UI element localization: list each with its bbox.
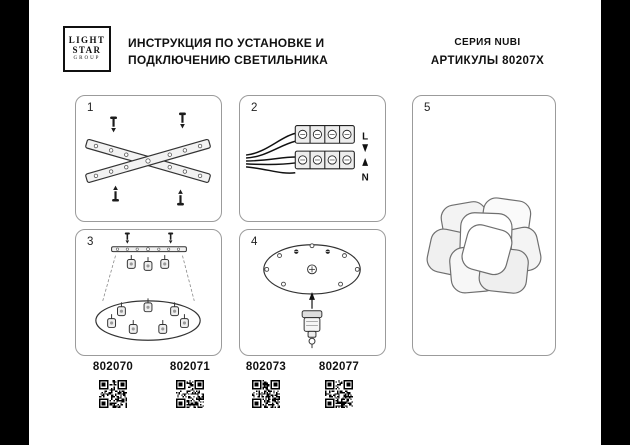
article-column-3: 802073 <box>230 361 302 408</box>
ceiling-rail <box>111 246 187 253</box>
neutral-label: N <box>362 173 369 184</box>
lamp-socket <box>301 310 323 349</box>
center-hole <box>307 264 317 275</box>
logo-line-2: STAR <box>72 45 102 55</box>
step-2-panel: 2 <box>239 95 386 222</box>
article-code: 802070 <box>92 361 134 373</box>
article-code: 802073 <box>245 361 287 373</box>
step-1-number: 1 <box>87 102 94 114</box>
plate-holes <box>264 243 360 287</box>
canopy-socket-diagram <box>263 243 361 349</box>
title-line-1: ИНСТРУКЦИЯ ПО УСТАНОВКЕ И <box>128 36 325 50</box>
article-column-4: 802077 <box>303 361 375 408</box>
letterbox-left <box>0 0 29 445</box>
qr-code <box>99 380 127 408</box>
arrow-up-icon <box>362 158 369 166</box>
screw-icon <box>124 232 174 244</box>
step-3-number: 3 <box>87 236 94 248</box>
article-column-1: 802070 <box>77 361 149 408</box>
wiring-diagram: L N <box>245 124 369 184</box>
live-label: L <box>362 131 368 142</box>
article-code: 802077 <box>318 361 360 373</box>
mounting-rail-b <box>85 138 211 183</box>
series-block: СЕРИЯ NUBI АРТИКУЛЫ 80207X <box>415 37 560 67</box>
logo-line-1: LIGHT <box>68 34 106 45</box>
hanging-sockets <box>126 254 170 271</box>
qr-code <box>176 380 204 408</box>
qr-code <box>252 380 280 408</box>
logo-line-3: GROUP <box>73 56 101 62</box>
lightstar-logo: LIGHT STAR GROUP <box>63 26 111 72</box>
assembled-chandelier-diagram <box>426 197 542 294</box>
chandelier-cloud <box>426 197 542 294</box>
terminal-strip-bottom <box>294 150 355 170</box>
series-name: СЕРИЯ NUBI <box>454 37 521 48</box>
cross-bracket-diagram <box>85 112 211 206</box>
arrow-down-icon <box>362 144 369 153</box>
canopy-mounting-diagram <box>95 232 201 341</box>
step-4-number: 4 <box>251 236 258 248</box>
title-line-2: ПОДКЛЮЧЕНИЮ СВЕТИЛЬНИКА <box>128 53 328 68</box>
article-code: 802071 <box>169 361 211 373</box>
step-4-panel: 4 <box>239 229 386 356</box>
step-5-panel: 5 <box>412 95 556 356</box>
arrow-up-icon <box>309 292 315 309</box>
terminal-strip-top <box>294 124 355 144</box>
plate-screws <box>294 249 330 254</box>
step-5-number: 5 <box>424 102 431 114</box>
supply-wires <box>245 132 296 174</box>
step-1-panel: 1 <box>75 95 222 222</box>
qr-code <box>325 380 353 408</box>
article-column-2: 802071 <box>154 361 226 408</box>
letterbox-right <box>601 0 630 445</box>
articles-label: АРТИКУЛЫ 80207X <box>430 55 545 67</box>
step-2-number: 2 <box>251 102 258 114</box>
page-title: ИНСТРУКЦИЯ ПО УСТАНОВКЕ И ПОДКЛЮЧЕНИЮ СВ… <box>128 35 328 70</box>
alignment-guides <box>102 255 195 301</box>
step-3-panel: 3 <box>75 229 222 356</box>
